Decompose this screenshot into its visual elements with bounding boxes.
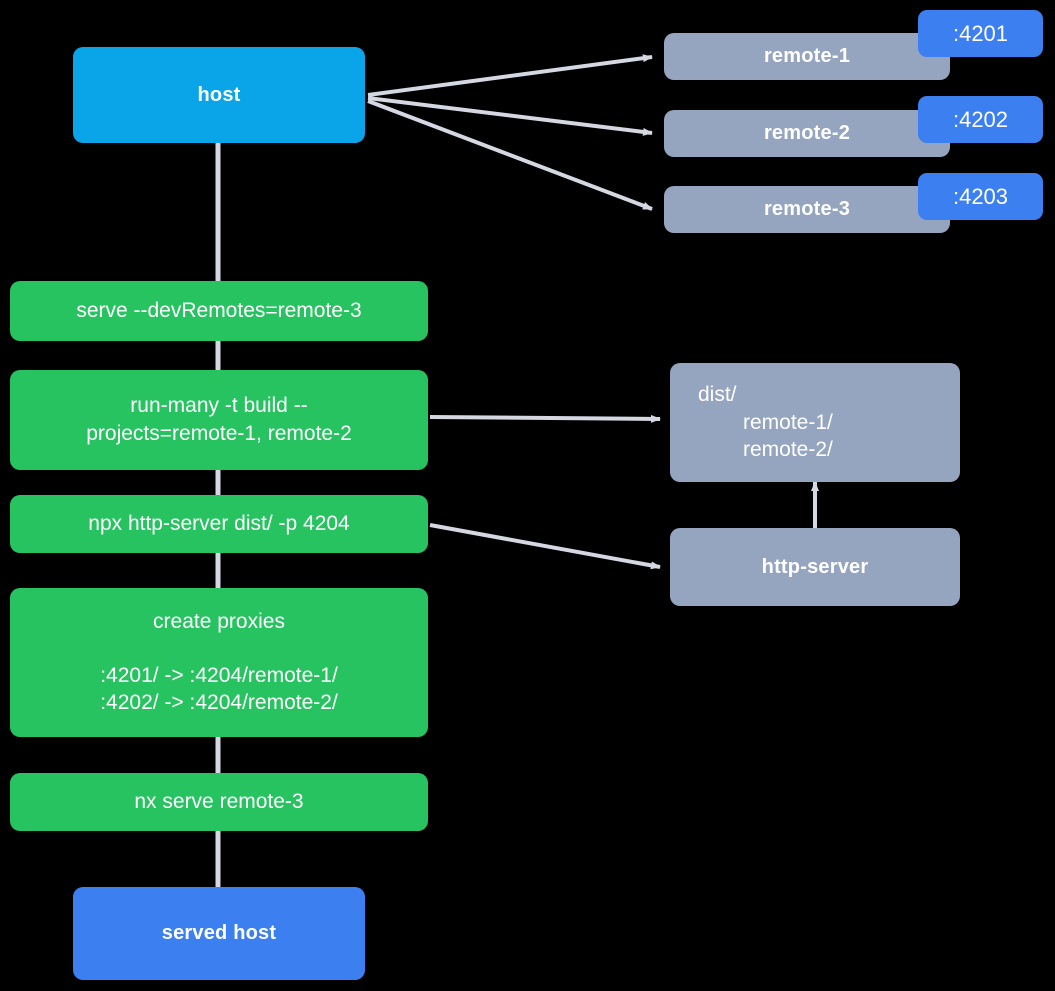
badge-remote-1-port-label: :4201 bbox=[952, 20, 1009, 46]
node-command-create-proxies[interactable]: create proxies :4201/ -> :4204/remote-1/… bbox=[10, 588, 428, 737]
node-http-server[interactable]: http-server bbox=[670, 528, 960, 606]
edge-host-remote-1 bbox=[367, 54, 653, 97]
command-run-many-lines: run-many -t build -- projects=remote-1, … bbox=[10, 392, 428, 447]
badge-remote-2-port: :4202 bbox=[918, 96, 1043, 143]
command-serve-lines: serve --devRemotes=remote-3 bbox=[10, 297, 428, 325]
command-create-proxies-detail-2: :4202/ -> :4204/remote-2/ bbox=[100, 691, 338, 715]
badge-remote-3-port-label: :4203 bbox=[952, 183, 1009, 209]
node-dist-line-2: remote-1/ bbox=[743, 410, 833, 434]
node-remote-3[interactable]: remote-3 bbox=[664, 186, 950, 233]
command-create-proxies-line-1: create proxies bbox=[153, 609, 285, 633]
node-served-host[interactable]: served host bbox=[73, 887, 365, 980]
command-nx-serve-remote-3-line-1: nx serve remote-3 bbox=[134, 790, 304, 814]
node-command-serve[interactable]: serve --devRemotes=remote-3 bbox=[10, 281, 428, 341]
command-serve-line-1: serve --devRemotes=remote-3 bbox=[76, 299, 362, 323]
command-npx-http-server-line-1: npx http-server dist/ -p 4204 bbox=[88, 512, 350, 536]
node-dist-line-3: remote-2/ bbox=[743, 438, 833, 462]
command-nx-serve-remote-3-lines: nx serve remote-3 bbox=[10, 788, 428, 816]
node-host-label: host bbox=[197, 83, 241, 106]
badge-remote-2-port-label: :4202 bbox=[952, 106, 1009, 132]
node-remote-1-label: remote-1 bbox=[763, 45, 851, 68]
node-command-npx-http-server[interactable]: npx http-server dist/ -p 4204 bbox=[10, 495, 428, 553]
edge-npx-httpserver bbox=[429, 523, 661, 570]
command-npx-http-server-lines: npx http-server dist/ -p 4204 bbox=[10, 510, 428, 538]
node-served-host-label: served host bbox=[161, 922, 277, 945]
node-remote-2-label: remote-2 bbox=[763, 122, 851, 145]
node-host[interactable]: host bbox=[73, 47, 365, 143]
edge-runmany-dist bbox=[429, 414, 661, 423]
command-run-many-line-2: projects=remote-1, remote-2 bbox=[86, 422, 352, 445]
badge-remote-3-port: :4203 bbox=[918, 173, 1043, 220]
command-run-many-line-1: run-many -t build -- bbox=[130, 394, 308, 418]
node-dist[interactable]: dist/ remote-1/ remote-2/ bbox=[670, 363, 960, 482]
command-create-proxies-lines: create proxies :4201/ -> :4204/remote-1/… bbox=[10, 608, 428, 717]
node-remote-3-label: remote-3 bbox=[763, 198, 851, 221]
edge-host-remote-2 bbox=[367, 96, 653, 136]
edge-host-remote-3 bbox=[367, 99, 653, 211]
node-remote-2[interactable]: remote-2 bbox=[664, 110, 950, 157]
node-remote-1[interactable]: remote-1 bbox=[664, 33, 950, 80]
node-command-run-many[interactable]: run-many -t build -- projects=remote-1, … bbox=[10, 370, 428, 470]
badge-remote-1-port: :4201 bbox=[918, 10, 1043, 57]
command-create-proxies-detail-1: :4201/ -> :4204/remote-1/ bbox=[100, 663, 338, 687]
node-dist-line-1: dist/ bbox=[698, 382, 737, 406]
node-http-server-label: http-server bbox=[761, 555, 869, 578]
node-dist-lines: dist/ remote-1/ remote-2/ bbox=[670, 381, 960, 464]
node-command-nx-serve-remote-3[interactable]: nx serve remote-3 bbox=[10, 773, 428, 831]
